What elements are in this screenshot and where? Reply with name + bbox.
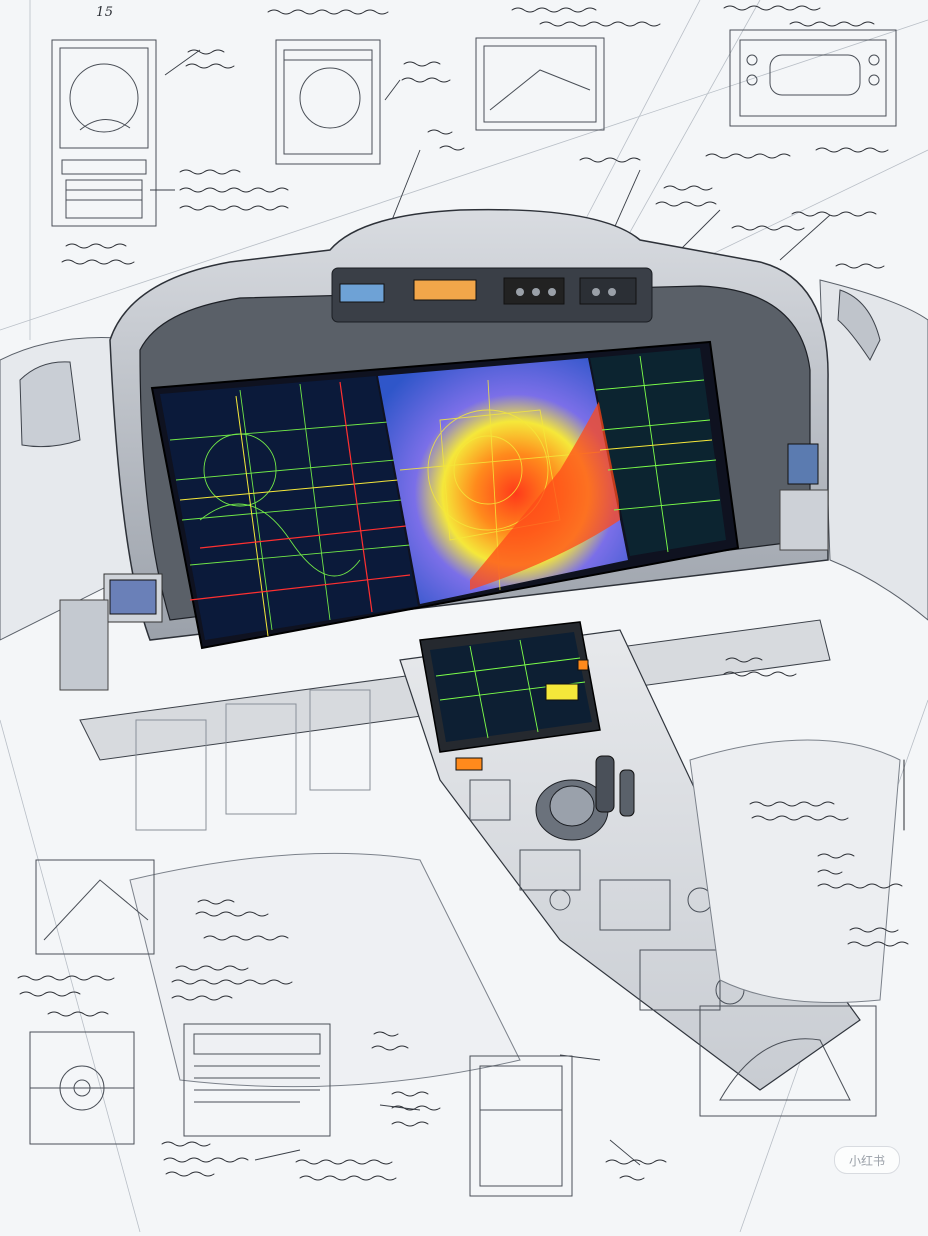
brand-watermark-icon: 小红书 (834, 1146, 900, 1174)
nav-panel-left (160, 376, 418, 640)
thumbnail-sketches (51, 29, 897, 227)
nav-panel-right (590, 348, 726, 556)
side-consoles (59, 443, 829, 691)
center-mfd-screen (430, 632, 592, 742)
main-display (150, 340, 740, 650)
detail-sketches (29, 859, 877, 1197)
throttle-lever-icon (535, 755, 635, 841)
scribble-annotations (17, 5, 909, 1181)
corner-number: 15 (96, 5, 114, 20)
